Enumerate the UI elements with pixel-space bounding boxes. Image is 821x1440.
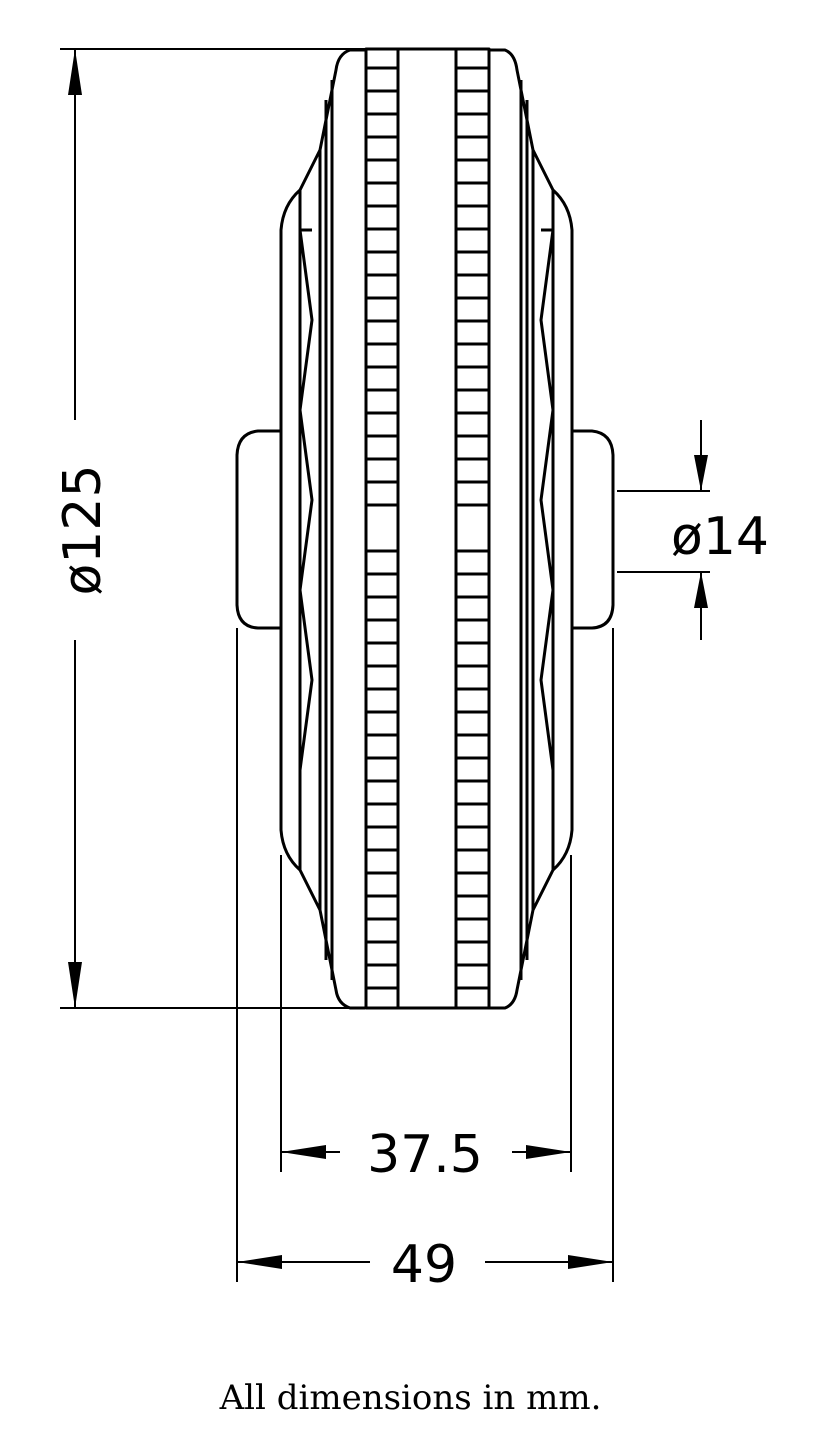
tread-width-label: 37.5 <box>367 1125 483 1185</box>
tread-zigzag <box>539 228 555 771</box>
hub-width-label: 49 <box>391 1235 457 1295</box>
dimension-hub-width: 49 <box>236 628 614 1295</box>
wheel-outline <box>235 47 615 1010</box>
bore-label: ø14 <box>671 507 769 567</box>
units-caption: All dimensions in mm. <box>219 1378 602 1418</box>
tread-zigzag <box>298 228 314 771</box>
dimension-tread-width: 37.5 <box>280 855 572 1185</box>
dimension-bore: ø14 <box>617 420 769 640</box>
dimension-diameter: ø125 <box>53 48 452 1009</box>
diameter-label: ø125 <box>53 464 113 595</box>
